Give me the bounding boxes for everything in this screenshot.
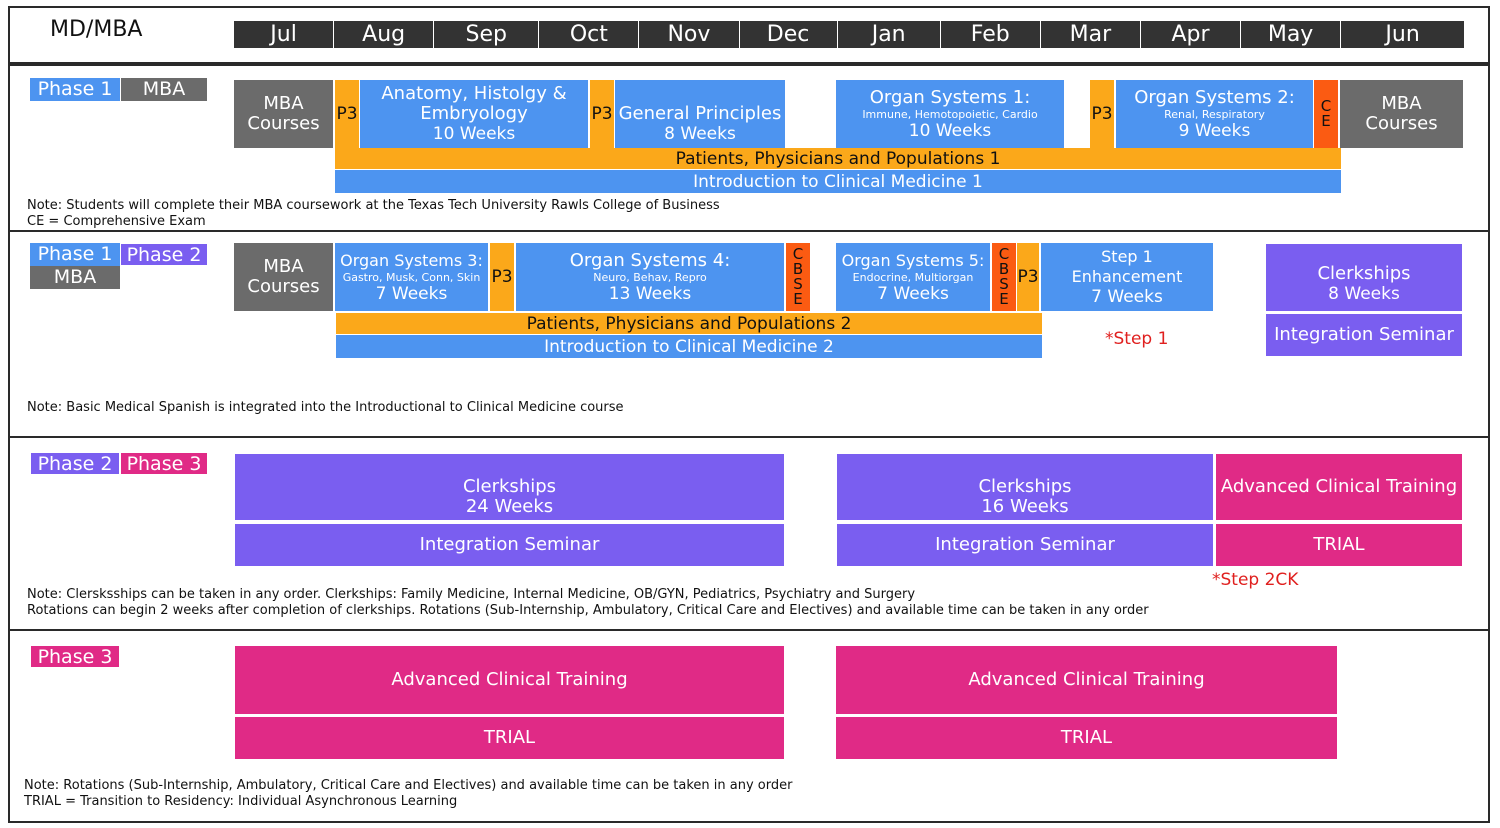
year4-trial-note: TRIAL = Transition to Residency: Individ…	[24, 794, 458, 809]
trial-block: TRIAL	[1215, 523, 1463, 567]
month-aug: Aug	[333, 21, 434, 48]
p3-block: P3	[1017, 243, 1039, 311]
phase-1-tag: Phase 1	[30, 78, 120, 101]
step2ck-note: *Step 2CK	[1212, 570, 1299, 590]
month-dec: Dec	[738, 21, 837, 48]
step1-enhancement-block: Step 1 Enhancement 7 Weeks	[1041, 243, 1213, 311]
p3-block: P3	[590, 80, 614, 148]
month-bar: Jul Aug Sep Oct Nov Dec Jan Feb Mar Apr …	[234, 21, 1465, 48]
mba-courses-block: MBA Courses	[234, 243, 333, 311]
integration-seminar-block: Integration Seminar	[836, 523, 1214, 567]
step1-note: *Step 1	[1105, 329, 1169, 349]
mba-courses-block: MBA Courses	[1340, 80, 1463, 148]
year3-rotations-note: Rotations can begin 2 weeks after comple…	[27, 603, 1149, 618]
advanced-clinical-training-block: Advanced Clinical Training	[835, 645, 1338, 715]
mba-courses-block: MBA Courses	[234, 80, 333, 148]
header-frame	[8, 6, 1490, 64]
year3-note: Note: Clersksships can be taken in any o…	[27, 587, 916, 602]
clerkships-24-block: Clerkships 24 Weeks	[234, 453, 785, 521]
phase-3-tag: Phase 3	[30, 645, 120, 668]
year4-frame	[8, 629, 1490, 823]
organ-systems-2-block: Organ Systems 2: Renal, Respiratory 9 We…	[1116, 80, 1313, 148]
ppp2-bar: Patients, Physicians and Populations 2	[336, 313, 1042, 334]
phase-1-tag: Phase 1	[30, 243, 120, 266]
month-mar: Mar	[1039, 21, 1140, 48]
month-sep: Sep	[433, 21, 539, 48]
advanced-clinical-training-block: Advanced Clinical Training	[1215, 453, 1463, 521]
page-title: MD/MBA	[50, 17, 143, 42]
month-may: May	[1240, 21, 1341, 48]
organ-systems-5-block: Organ Systems 5: Endocrine, Multiorgan 7…	[836, 243, 990, 311]
mba-tag: MBA	[30, 266, 120, 289]
month-apr: Apr	[1139, 21, 1241, 48]
clerkships-block: Clerkships 8 Weeks	[1265, 243, 1463, 312]
comprehensive-exam-block: C E	[1314, 80, 1338, 148]
organ-systems-4-block: Organ Systems 4: Neuro, Behav, Repro 13 …	[516, 243, 784, 311]
month-nov: Nov	[638, 21, 739, 48]
phase-2-tag: Phase 2	[30, 452, 120, 475]
year2-note: Note: Basic Medical Spanish is integrate…	[27, 400, 624, 415]
p3-block: P3	[490, 243, 514, 311]
phase-3-tag: Phase 3	[120, 452, 208, 475]
icm1-bar: Introduction to Clinical Medicine 1	[335, 170, 1341, 193]
ppp1-bar: Patients, Physicians and Populations 1	[335, 148, 1341, 169]
organ-systems-3-block: Organ Systems 3: Gastro, Musk, Conn, Ski…	[335, 243, 488, 311]
trial-block: TRIAL	[234, 716, 785, 760]
icm2-bar: Introduction to Clinical Medicine 2	[336, 335, 1042, 358]
phase-2-tag: Phase 2	[120, 243, 208, 266]
year4-note: Note: Rotations (Sub-Internship, Ambulat…	[24, 778, 793, 793]
year1-ce-note: CE = Comprehensive Exam	[27, 214, 206, 229]
integration-seminar-block: Integration Seminar	[234, 523, 785, 567]
month-jan: Jan	[836, 21, 940, 48]
integration-seminar-block: Integration Seminar	[1265, 313, 1463, 357]
month-oct: Oct	[538, 21, 639, 48]
mba-tag: MBA	[121, 78, 207, 101]
anatomy-block: Anatomy, Histolgy & Embryology 10 Weeks	[360, 80, 588, 148]
month-jun: Jun	[1340, 21, 1465, 48]
month-jul: Jul	[234, 21, 334, 48]
organ-systems-1-block: Organ Systems 1: Immune, Hemotopoietic, …	[836, 80, 1064, 148]
p3-block: P3	[335, 80, 359, 148]
month-feb: Feb	[939, 21, 1040, 48]
p3-block: P3	[1090, 80, 1114, 148]
cbse-block: C B S E	[992, 243, 1016, 311]
clerkships-16-block: Clerkships 16 Weeks	[836, 453, 1214, 521]
general-principles-block: General Principles 8 Weeks	[615, 80, 785, 148]
advanced-clinical-training-block: Advanced Clinical Training	[234, 645, 785, 715]
year1-note: Note: Students will complete their MBA c…	[27, 198, 720, 213]
cbse-block: C B S E	[786, 243, 810, 311]
trial-block: TRIAL	[835, 716, 1338, 760]
